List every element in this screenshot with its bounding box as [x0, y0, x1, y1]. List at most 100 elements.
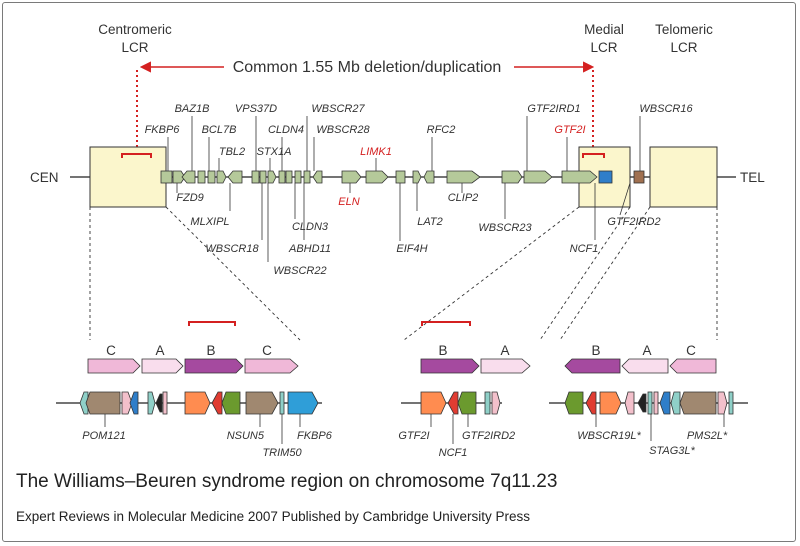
chromosome-gene-arrows	[160, 170, 598, 184]
block-letter: A	[642, 343, 651, 358]
gene-label-tbl2: TBL2	[219, 146, 245, 158]
gene-label-ncf1: NCF1	[570, 243, 599, 255]
detail-gene	[287, 391, 319, 415]
gene-label-mlxipl: MLXIPL	[190, 216, 229, 228]
gene-label-vps37d: VPS37D	[235, 103, 277, 115]
gene-arrow	[251, 170, 260, 184]
detail-gene	[491, 391, 501, 415]
gene-label-gtf2ird2-lcr: GTF2IRD2	[462, 430, 515, 442]
cen-label: CEN	[30, 170, 59, 185]
gene-arrow	[412, 170, 422, 184]
detail-label-leaders	[104, 414, 725, 444]
detail-gene	[659, 391, 671, 415]
centromeric-lcr-box	[89, 146, 167, 208]
centromeric-lcr-bracket	[121, 153, 152, 158]
block-letter: C	[686, 343, 696, 358]
detail-gene	[221, 391, 241, 415]
gene-arrow	[446, 170, 481, 184]
gene-arrow	[172, 170, 186, 184]
medial-detail-genes	[420, 391, 501, 415]
gene-label-lat2: LAT2	[417, 216, 442, 228]
detail-gene	[717, 391, 728, 415]
gene-label-ncf1-lcr: NCF1	[439, 447, 468, 459]
telomeric-detail-genes	[564, 391, 734, 415]
detail-gene	[420, 391, 447, 415]
detail-gene	[162, 391, 168, 415]
detail-gene	[484, 391, 491, 415]
detail-gene	[184, 391, 211, 415]
gene-label-baz1b: BAZ1B	[175, 103, 210, 115]
centromeric-lcr-label-line1: Centromeric	[98, 22, 172, 37]
gene-label-wbscr27: WBSCR27	[311, 103, 365, 115]
gene-label-nsun5: NSUN5	[227, 430, 265, 442]
gene-label-rfc2: RFC2	[427, 124, 456, 136]
medial-lcr-label-line2: LCR	[590, 40, 617, 55]
gene-arrow	[278, 170, 286, 184]
block-a	[480, 358, 531, 374]
gene-arrow	[523, 170, 553, 184]
detail-gene	[245, 391, 279, 415]
centromeric-block-bracket	[188, 321, 236, 326]
block-letter: B	[206, 343, 215, 358]
figure-credit: Expert Reviews in Molecular Medicine 200…	[16, 509, 530, 524]
detail-gene	[728, 391, 734, 415]
leader-line	[619, 182, 631, 216]
detail-gene	[447, 391, 459, 415]
gene-arrow	[285, 170, 293, 184]
telomeric-lcr-box	[649, 146, 718, 208]
detail-gene	[457, 391, 477, 415]
telomeric-lcr-label-line1: Telomeric	[655, 22, 713, 37]
detail-gene	[85, 391, 121, 415]
detail-gene	[670, 391, 681, 415]
detail-gene	[647, 391, 653, 415]
gene-arrow	[259, 170, 267, 184]
gene-label-limk1: LIMK1	[360, 146, 392, 158]
gene-label-bcl7b: BCL7B	[202, 124, 237, 136]
block-letter: B	[438, 343, 447, 358]
gene-label-wbscr16: WBSCR16	[639, 103, 693, 115]
detail-gene	[624, 391, 635, 415]
gene-arrow	[294, 170, 302, 184]
gene-arrow	[160, 170, 173, 184]
detail-gene	[279, 391, 285, 415]
gene-label-trim50: TRIM50	[262, 447, 302, 459]
deletion-label-background	[224, 56, 514, 78]
deletion-label: Common 1.55 Mb deletion/duplication	[233, 59, 502, 76]
detail-gene	[585, 391, 597, 415]
detail-gene	[147, 391, 156, 415]
block-b	[420, 358, 480, 374]
gene-label-fkbp6: FKBP6	[145, 124, 181, 136]
detail-gene	[564, 391, 584, 415]
zoom-guide-line	[403, 206, 580, 341]
gene-label-wbscr18: WBSCR18	[205, 243, 259, 255]
detail-gene	[637, 393, 647, 413]
gene-label-gtf2i: GTF2I	[554, 124, 585, 136]
block-c	[669, 358, 717, 374]
zoom-guide-line	[165, 206, 301, 341]
detail-gene	[679, 391, 717, 415]
gene-label-stag3l: STAG3L*	[649, 445, 695, 457]
gene-label-leaders-below	[176, 182, 631, 262]
gene-label-clip2: CLIP2	[448, 192, 479, 204]
gene-arrow	[341, 170, 362, 184]
gene-arrow	[181, 170, 196, 184]
detail-gene	[155, 393, 163, 413]
gene-label-eln: ELN	[338, 196, 359, 208]
detail-gene	[599, 391, 622, 415]
gene-label-eif4h: EIF4H	[396, 243, 427, 255]
centromeric-detail-genes	[79, 391, 319, 415]
gene-label-abhd11: ABHD11	[288, 243, 331, 255]
gene-arrow	[197, 170, 206, 184]
gene-label-wbscr28: WBSCR28	[316, 124, 370, 136]
detail-gene	[211, 391, 223, 415]
detail-gene	[121, 391, 133, 415]
gene-label-cldn3: CLDN3	[292, 221, 329, 233]
zoom-guide-line	[559, 206, 651, 341]
gene-arrow	[501, 170, 523, 184]
gene-label-stx1a: STX1A	[257, 146, 292, 158]
gene-label-fzd9: FZD9	[176, 192, 204, 204]
block-letter: C	[106, 343, 116, 358]
gene-arrow	[312, 170, 323, 184]
gene-arrow	[267, 170, 277, 184]
block-b	[564, 358, 621, 374]
